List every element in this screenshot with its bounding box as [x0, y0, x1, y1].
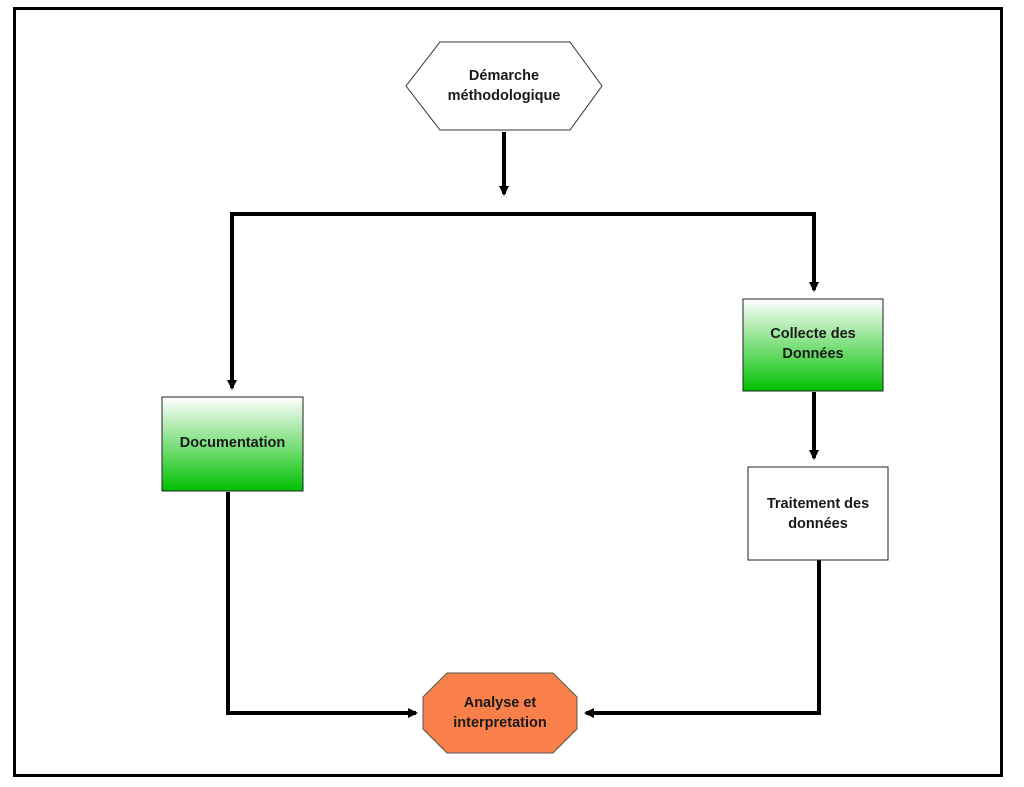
node-documentation-shape[interactable] [161, 396, 304, 492]
diagram-frame [13, 7, 1003, 777]
edge-traitement-analyse [584, 560, 821, 718]
node-collecte-shape[interactable] [742, 298, 884, 392]
edge-documentation-analyse [226, 492, 418, 718]
node-documentation-label: Documentation [179, 435, 286, 451]
node-analyse-shape[interactable] [422, 672, 578, 754]
edge-to-collecte [800, 212, 819, 292]
node-collecte-label: Collecte des Données [770, 326, 856, 362]
node-traitement-label: Traitement des données [766, 495, 870, 532]
node-analyse-label: Analyse et interpretation [453, 695, 547, 731]
node-traitement-shape[interactable] [747, 466, 889, 561]
node-demarche-label: Démarche méthodologique [447, 68, 561, 104]
node-demarche-shape[interactable] [405, 41, 603, 131]
edge-to-documentation [227, 212, 814, 390]
